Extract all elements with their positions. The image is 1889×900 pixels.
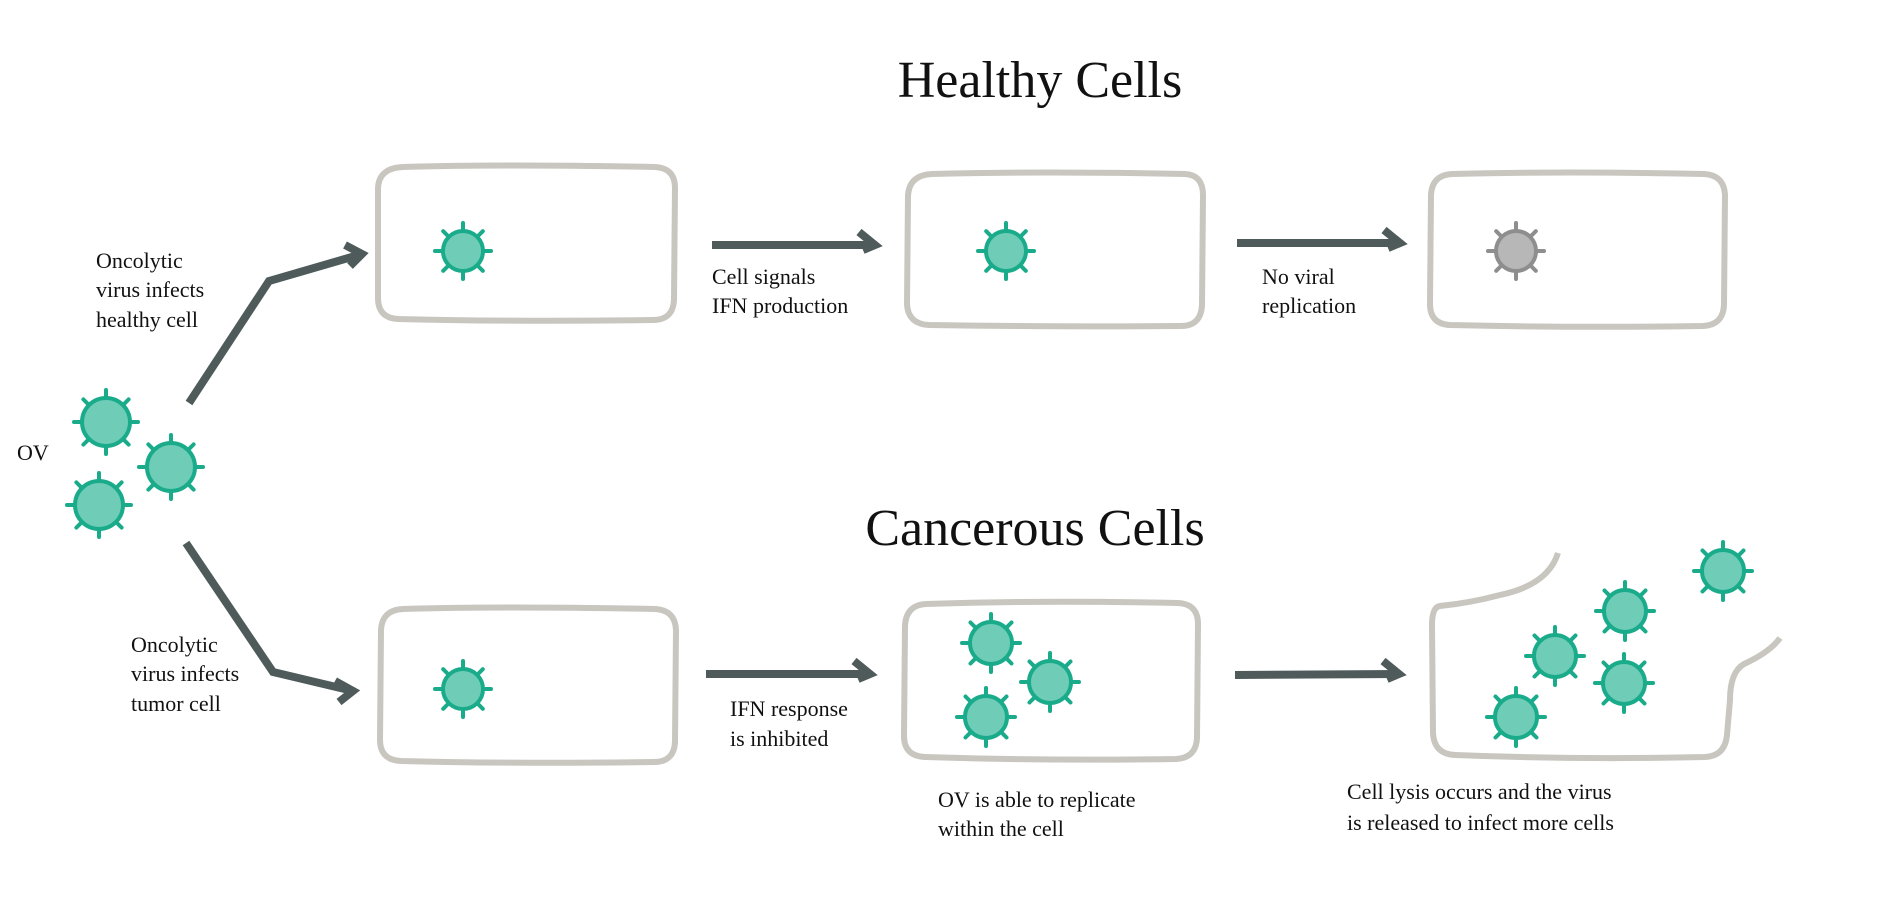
virus-icon xyxy=(1593,652,1655,714)
arrow-head-to-lysis xyxy=(1380,657,1407,683)
tumor-infect-line-1: Oncolytic xyxy=(131,632,218,657)
inactive-virus-icon xyxy=(1486,221,1546,281)
virus-icon xyxy=(976,221,1036,281)
virus-icon xyxy=(65,471,133,539)
ifn-production-line-1: Cell signals xyxy=(712,264,815,289)
arrow-head-ifn-inhibited xyxy=(851,657,878,683)
ov-replicates-line-2: within the cell xyxy=(938,816,1064,841)
ifn-inhibited-label: IFN response is inhibited xyxy=(730,696,853,751)
healthy-cell-1 xyxy=(375,162,678,324)
healthy-cell-3 xyxy=(1427,169,1728,330)
healthy-infect-label: Oncolytic virus infects healthy cell xyxy=(96,248,210,332)
arrow-to-lysis xyxy=(1234,670,1400,679)
virus-icon xyxy=(137,433,205,501)
virus-icon xyxy=(72,388,140,456)
lysis-label: Cell lysis occurs and the virus is relea… xyxy=(1347,779,1617,835)
ov-replicates-line-1: OV is able to replicate xyxy=(938,787,1136,812)
no-replication-line-2: replication xyxy=(1262,293,1356,318)
healthy-infect-line-2: virus infects xyxy=(96,277,204,302)
virus-particles xyxy=(65,221,1754,748)
ifn-inhibited-line-2: is inhibited xyxy=(730,726,828,751)
healthy-cell-2 xyxy=(904,169,1206,330)
arrow-head-ifn-production xyxy=(856,228,883,254)
tumor-infect-label: Oncolytic virus infects tumor cell xyxy=(131,632,245,716)
virus-icon xyxy=(1594,580,1656,642)
ifn-inhibited-line-1: IFN response xyxy=(730,696,848,721)
cancer-cell-2 xyxy=(901,598,1201,763)
ifn-production-label: Cell signals IFN production xyxy=(712,264,848,318)
cancer-cell-1 xyxy=(377,604,679,766)
virus-icon xyxy=(1485,686,1547,748)
virus-icon xyxy=(433,221,493,281)
arrow-head-to-healthy-cell xyxy=(343,241,369,269)
virus-icon xyxy=(1019,651,1081,713)
ov-label: OV xyxy=(17,440,49,465)
healthy-infect-line-3: healthy cell xyxy=(96,307,198,332)
virus-icon xyxy=(1692,540,1754,602)
tumor-infect-line-2: virus infects xyxy=(131,661,239,686)
virus-icon xyxy=(955,686,1017,748)
lysis-line-2: is released to infect more cells xyxy=(1347,810,1614,835)
lysed-cell xyxy=(1429,551,1783,762)
tumor-infect-line-3: tumor cell xyxy=(131,691,221,716)
arrows xyxy=(182,226,1408,706)
healthy-infect-line-1: Oncolytic xyxy=(96,248,183,273)
no-replication-line-1: No viral xyxy=(1262,264,1335,289)
cancerous-cells-title: Cancerous Cells xyxy=(865,500,1204,557)
no-replication-label: No viral replication xyxy=(1262,264,1356,318)
virus-icon xyxy=(960,612,1022,674)
arrow-head-no-replication xyxy=(1381,226,1408,252)
arrow-to-tumor-cell xyxy=(182,540,354,695)
arrow-head-to-tumor-cell xyxy=(333,677,361,706)
ifn-production-line-2: IFN production xyxy=(712,293,848,318)
arrow-to-healthy-cell xyxy=(185,250,364,406)
ov-replicates-label: OV is able to replicate within the cell xyxy=(938,787,1141,841)
virus-icon xyxy=(433,659,493,719)
virus-icon xyxy=(1524,625,1586,687)
healthy-cells-title: Healthy Cells xyxy=(898,52,1183,109)
lysis-line-1: Cell lysis occurs and the virus xyxy=(1347,779,1612,804)
